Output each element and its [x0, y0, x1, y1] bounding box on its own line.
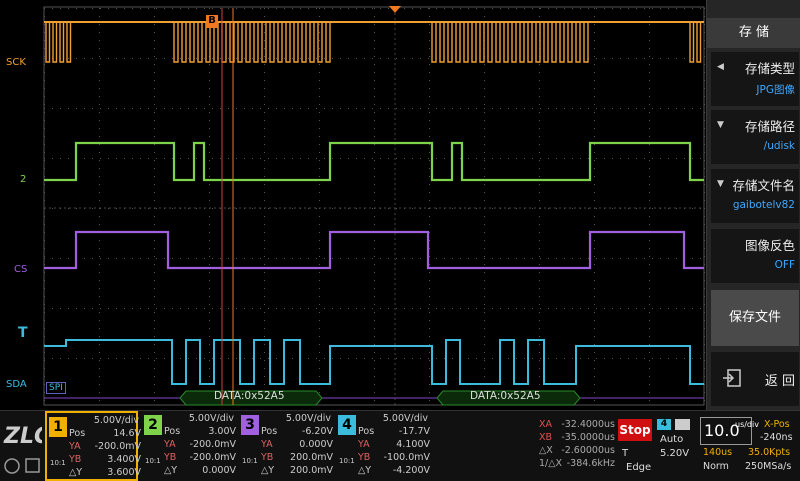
dy-label: △Y [69, 467, 83, 478]
save-menu-panel: 存 储 ◀ 存储类型 JPG图像 ▼ 存储路径 /udisk ▼ 存储文件名 g… [706, 0, 800, 410]
ya-value: -200.0mV [94, 441, 141, 452]
back-label: 返 回 [764, 374, 795, 389]
trigger-source-badge: 4 [657, 419, 671, 430]
ya-value: 4.100V [396, 439, 430, 450]
timebase-unit: us/div [735, 420, 759, 429]
yb-label: YB [69, 454, 82, 465]
pos-value: 14.6V [113, 428, 141, 439]
timebase-box[interactable]: 10.0 us/div [700, 417, 759, 445]
channel-number-badge: 1 [49, 417, 67, 437]
yb-label: YB [164, 452, 177, 463]
channel-label-sck: SCK [6, 57, 26, 68]
menu-title: 存 储 [707, 18, 800, 48]
pos-label: Pos [164, 426, 181, 437]
trigger-level-prefix: T [622, 448, 629, 459]
cursor-b-marker[interactable]: B [206, 15, 218, 28]
acquire-mode: Norm [703, 461, 729, 472]
tool-icons[interactable] [2, 455, 42, 477]
dy-value: 0.000V [202, 465, 236, 476]
menu-item-storage-path[interactable]: ▼ 存储路径 /udisk [711, 110, 799, 164]
pos-label: Pos [69, 428, 86, 439]
yb-value: -100.0mV [383, 452, 430, 463]
zlg-logo-icon: ZLG [3, 424, 52, 449]
dy-label: △Y [261, 465, 275, 476]
trigger-level: 5.20V [660, 448, 690, 459]
timebase-scale: 10.0 [704, 421, 740, 440]
trigger-level-label: T [18, 325, 28, 341]
xpos-value: -240ns [760, 432, 793, 443]
volts-per-div: 5.00V/div [93, 415, 139, 426]
waveform-display[interactable]: SCK 2 CS T SDA SPI B DATA:0x52A5 DATA:0x… [0, 0, 706, 410]
channel-label-cs: CS [14, 264, 28, 275]
yb-value: 200.0mV [290, 452, 333, 463]
trigger-type: Edge [626, 462, 652, 473]
pos-label: Pos [358, 426, 375, 437]
pos-value: -17.7V [398, 426, 430, 437]
dy-value: 200.0mV [290, 465, 333, 476]
save-file-button[interactable]: 保存文件 [711, 290, 799, 346]
chevron-down-icon: ▼ [717, 120, 724, 130]
bw-indicator: 10:1 [242, 457, 258, 465]
channel-label-sda: SDA [6, 379, 27, 390]
waveform-canvas [43, 6, 705, 406]
pos-label: Pos [261, 426, 278, 437]
bw-indicator: 10:1 [339, 457, 355, 465]
channel-number-badge: 3 [241, 415, 259, 435]
sample-rate: 250MSa/s [745, 461, 792, 472]
logo: ZLG [2, 417, 52, 477]
volts-per-div: 5.00V/div [382, 413, 428, 424]
bus-label-spi: SPI [46, 382, 66, 394]
dy-label: △Y [164, 465, 178, 476]
back-icon [723, 369, 741, 387]
yb-label: YB [261, 452, 274, 463]
volts-per-div: 5.00V/div [188, 413, 234, 424]
pos-value: 3.00V [208, 426, 236, 437]
run-stop-button[interactable]: Stop [618, 419, 652, 441]
yb-label: YB [358, 452, 371, 463]
ya-label: YA [69, 441, 81, 452]
memory-time: 140us [703, 447, 733, 458]
channel-label-2: 2 [20, 174, 27, 185]
channel-number-badge: 2 [144, 415, 162, 435]
dy-label: △Y [358, 465, 372, 476]
trigger-source-icon [675, 419, 690, 430]
bw-indicator: 10:1 [50, 459, 66, 467]
dy-value: -4.200V [392, 465, 430, 476]
ya-value: -200.0mV [189, 439, 236, 450]
yb-value: -200.0mV [189, 452, 236, 463]
channel-number-badge: 4 [338, 415, 356, 435]
bw-indicator: 10:1 [145, 457, 161, 465]
ya-value: 0.000V [299, 439, 333, 450]
trigger-mode[interactable]: Auto [660, 434, 684, 445]
menu-item-invert-color[interactable]: 图像反色 OFF [711, 229, 799, 283]
ya-label: YA [164, 439, 176, 450]
xpos-label: X-Pos [764, 419, 790, 430]
memory-depth: 35.0Kpts [748, 447, 791, 458]
chevron-left-icon: ◀ [717, 62, 724, 72]
volts-per-div: 5.00V/div [285, 413, 331, 424]
dy-value: 3.600V [107, 467, 141, 478]
svg-text:ZLG: ZLG [3, 424, 42, 449]
menu-item-filename[interactable]: ▼ 存储文件名 gaibotelv82 [711, 169, 799, 223]
pos-value: -6.20V [301, 426, 333, 437]
bus-decode-1: DATA:0x52A5 [214, 390, 285, 402]
bus-decode-2: DATA:0x52A5 [470, 390, 541, 402]
ya-label: YA [261, 439, 273, 450]
ya-label: YA [358, 439, 370, 450]
back-button[interactable]: 返 回 [711, 352, 799, 406]
cursor-readout: XA-32.4000us XB-35.0000us △X-2.60000us 1… [539, 419, 615, 469]
menu-item-storage-type[interactable]: ◀ 存储类型 JPG图像 [711, 52, 799, 106]
yb-value: 3.400V [107, 454, 141, 465]
chevron-down-icon: ▼ [717, 179, 724, 189]
